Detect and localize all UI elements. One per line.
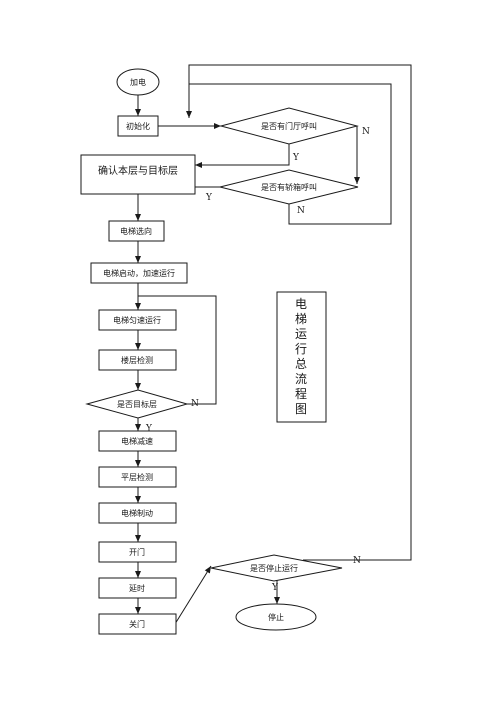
node-stop-decision: 是否停止运行 bbox=[210, 554, 343, 582]
label-hall-no: N bbox=[362, 127, 370, 137]
edge-target-q-no bbox=[138, 295, 217, 405]
edge-hall-q-yes bbox=[195, 144, 290, 168]
label-stop-yes: Y bbox=[271, 583, 279, 593]
node-uniform-run: 电梯匀速运行 bbox=[98, 309, 177, 331]
title-char: 流 bbox=[295, 372, 307, 386]
node-brake-label: 电梯制动 bbox=[121, 508, 153, 518]
node-hall-call-decision: 是否有门厅呼叫 bbox=[219, 107, 359, 145]
node-hall-call-label: 是否有门厅呼叫 bbox=[261, 121, 317, 131]
node-start-accel-label: 电梯启动，加速运行 bbox=[103, 268, 175, 278]
node-open-door-label: 开门 bbox=[129, 547, 145, 557]
edge-outer-loop bbox=[188, 64, 412, 561]
node-target-floor-label: 是否目标层 bbox=[117, 399, 157, 409]
node-close-door-label: 关门 bbox=[129, 619, 145, 629]
node-select-direction-label: 电梯选向 bbox=[120, 226, 152, 236]
node-floor-detect-label: 楼层检测 bbox=[121, 355, 153, 365]
node-confirm-floors: 确认本层与目标层 bbox=[80, 154, 196, 195]
title-char: 电 bbox=[295, 297, 307, 311]
title-char: 程 bbox=[295, 386, 307, 401]
label-stop-no: N bbox=[353, 556, 361, 566]
title-char: 总 bbox=[295, 357, 307, 371]
node-select-direction: 电梯选向 bbox=[108, 220, 165, 242]
node-floor-detect: 楼层检测 bbox=[98, 349, 177, 371]
label-hall-yes: Y bbox=[292, 153, 300, 163]
node-delay: 延时 bbox=[98, 577, 177, 599]
node-car-call-decision: 是否有轿箱呼叫 bbox=[219, 169, 359, 205]
edges bbox=[135, 64, 412, 625]
node-close-door: 关门 bbox=[98, 613, 177, 635]
node-init-label: 初始化 bbox=[126, 121, 150, 131]
node-open-door: 开门 bbox=[98, 541, 177, 563]
edge-car-q-no bbox=[186, 83, 392, 225]
label-car-yes: Y bbox=[205, 193, 213, 203]
node-stop-label: 停止 bbox=[268, 612, 284, 622]
title-char: 运 bbox=[295, 327, 307, 341]
node-uniform-run-label: 电梯匀速运行 bbox=[113, 315, 161, 325]
label-car-no: N bbox=[297, 206, 305, 216]
node-delay-label: 延时 bbox=[129, 583, 145, 593]
chart-title-box: 电 梯 运 行 总 流 程 图 bbox=[276, 291, 327, 423]
title-char: 行 bbox=[295, 342, 307, 356]
label-target-yes: Y bbox=[145, 424, 153, 434]
node-start-accel: 电梯启动，加速运行 bbox=[90, 262, 188, 284]
node-stop-decision-label: 是否停止运行 bbox=[250, 563, 298, 573]
node-stop: 停止 bbox=[235, 603, 317, 631]
node-init: 初始化 bbox=[117, 115, 159, 137]
node-brake: 电梯制动 bbox=[98, 502, 177, 524]
node-power-on: 加电 bbox=[116, 68, 160, 96]
node-level-detect: 平层检测 bbox=[98, 466, 177, 488]
node-level-detect-label: 平层检测 bbox=[121, 472, 153, 482]
node-car-call-label: 是否有轿箱呼叫 bbox=[261, 182, 317, 192]
node-power-on-label: 加电 bbox=[130, 77, 146, 87]
edge-close-to-stop-q bbox=[174, 565, 212, 625]
node-decelerate-label: 电梯减速 bbox=[121, 436, 153, 446]
node-decelerate: 电梯减速 bbox=[98, 430, 177, 452]
label-target-no: N bbox=[191, 399, 199, 409]
title-char: 图 bbox=[295, 402, 307, 416]
title-char: 梯 bbox=[295, 312, 307, 326]
node-confirm-floors-label: 确认本层与目标层 bbox=[98, 164, 178, 177]
node-target-floor-decision: 是否目标层 bbox=[85, 389, 189, 419]
